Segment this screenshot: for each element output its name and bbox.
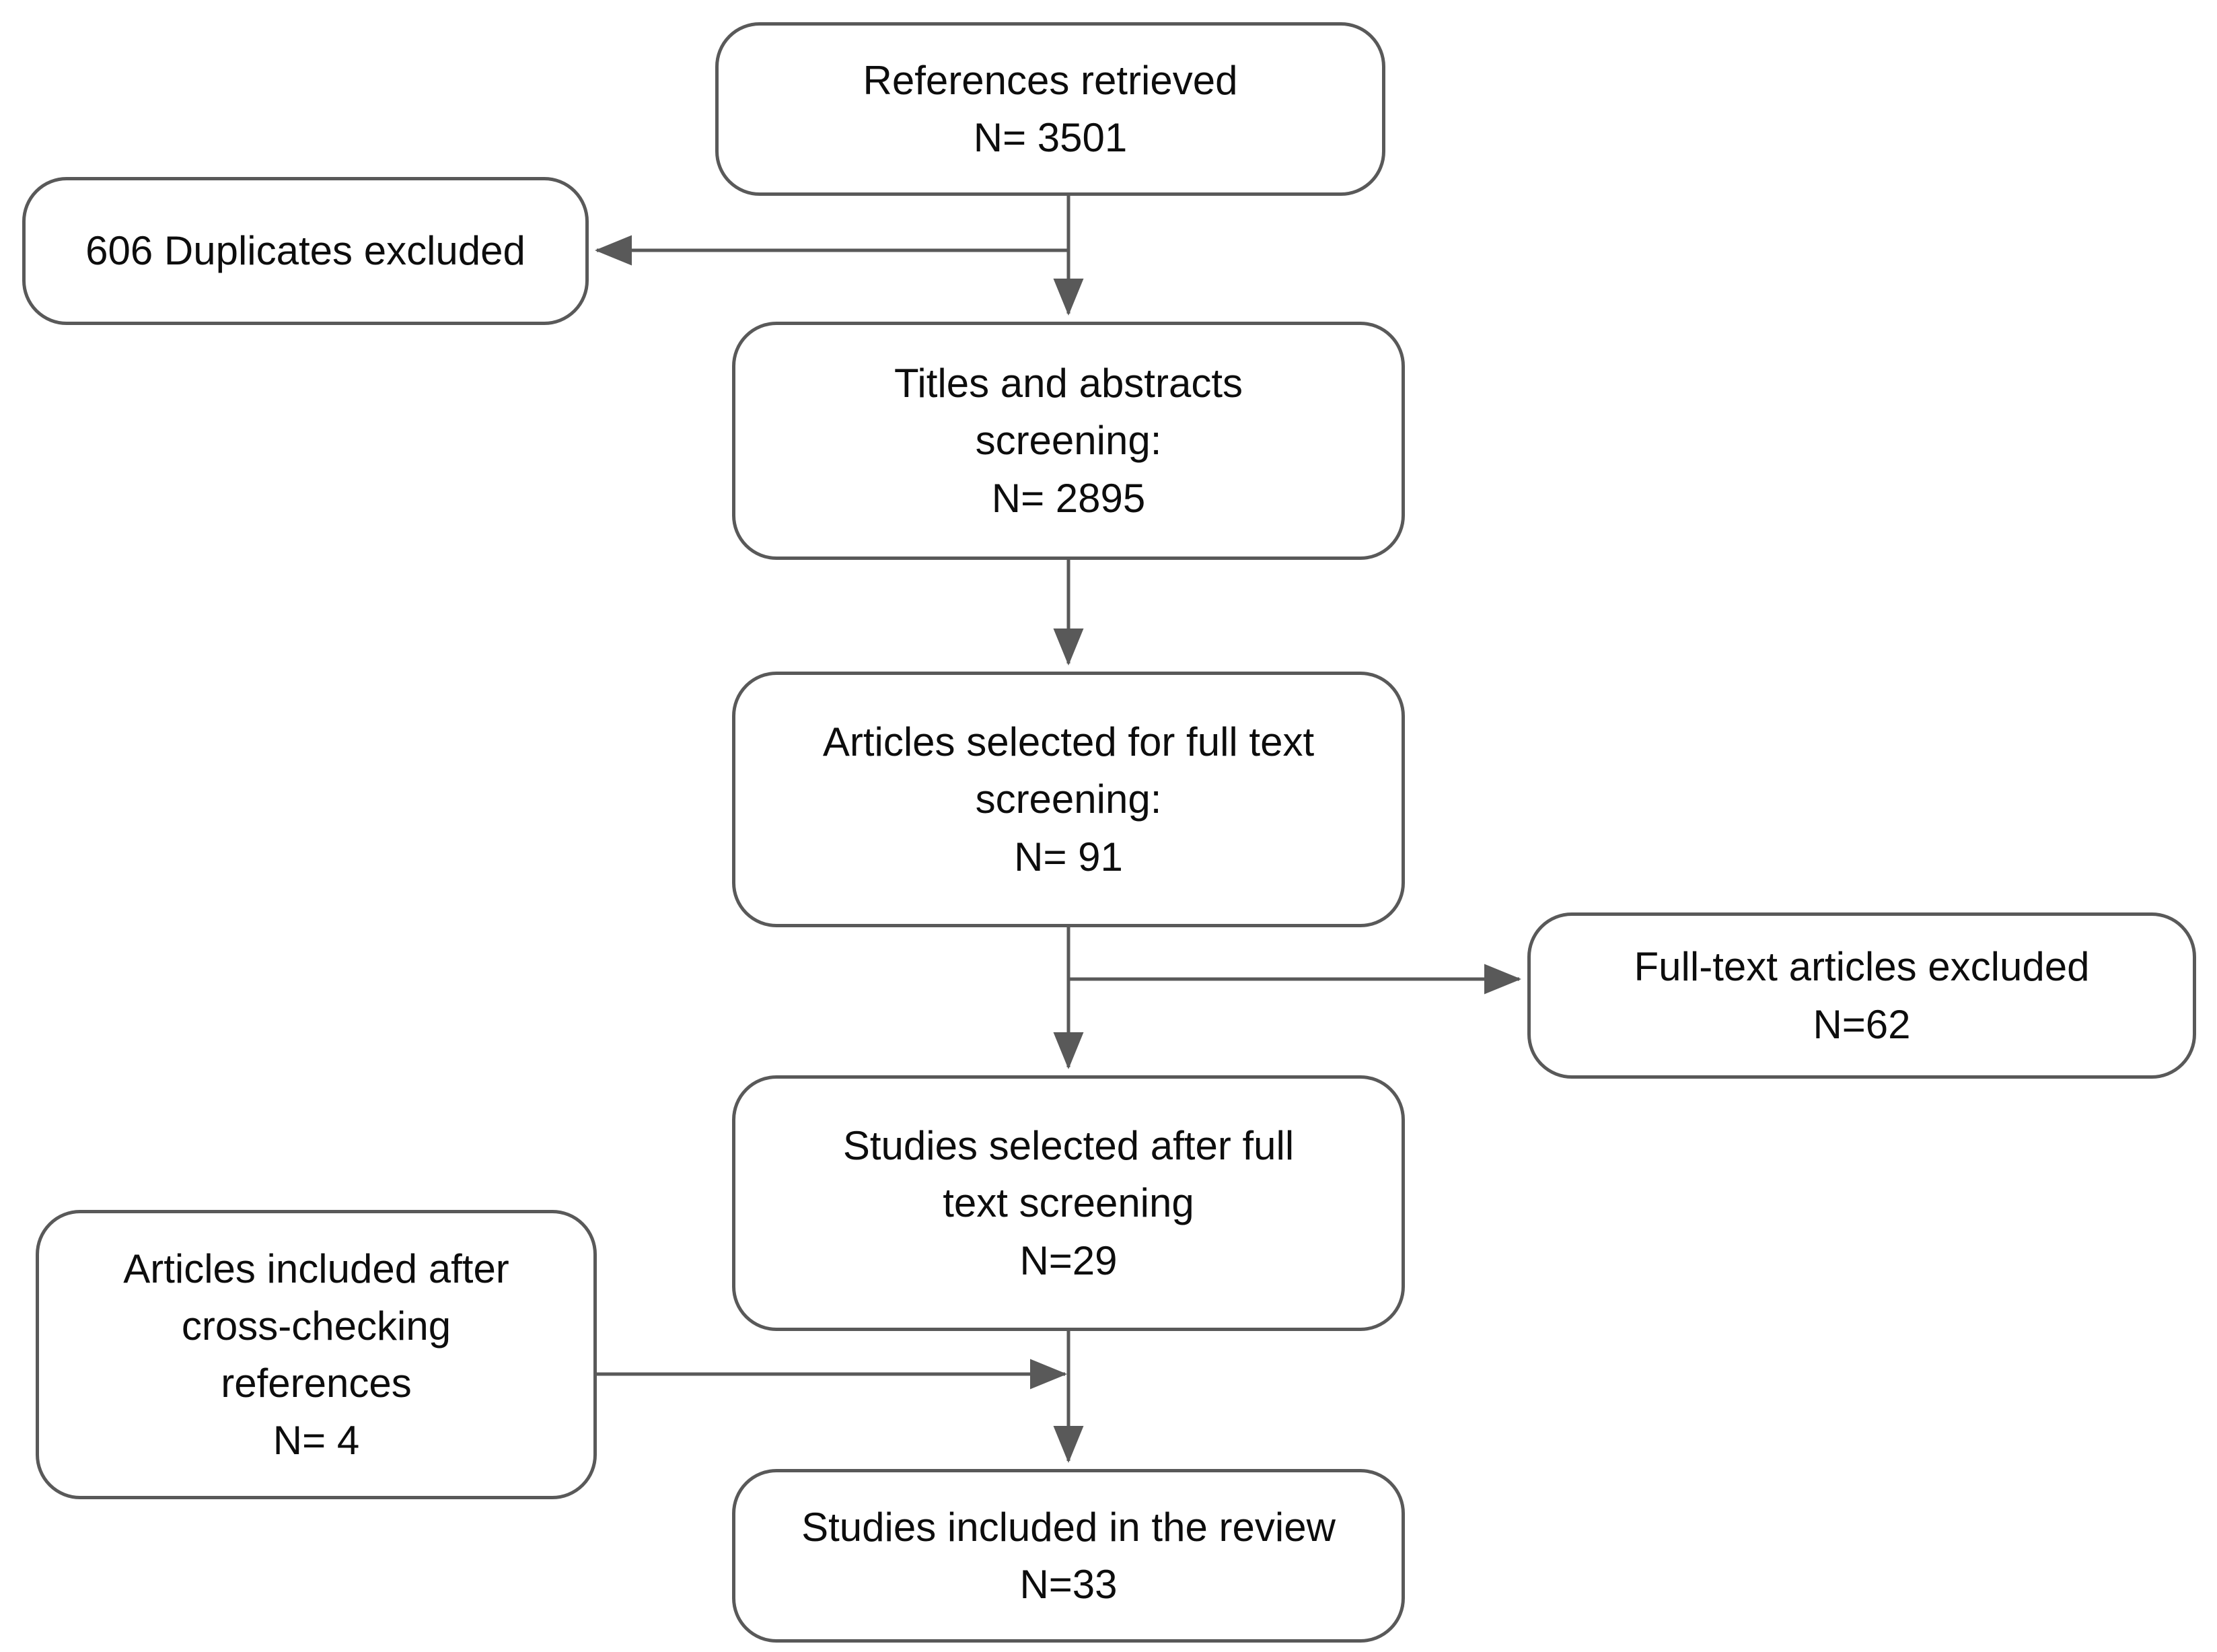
articles-included-cross-checking-box: Articles included after cross-checking r…: [36, 1210, 597, 1499]
full-text-excluded-label: Full-text articles excluded: [1634, 944, 2090, 990]
cross-checking-label-line3: references: [221, 1361, 412, 1406]
cross-checking-label-line1: Articles included after: [123, 1246, 509, 1291]
articles-selected-count: N= 91: [1014, 834, 1123, 879]
articles-selected-label-line1: Articles selected for full text: [822, 719, 1315, 765]
articles-selected-label-line2: screening:: [975, 777, 1162, 822]
titles-abstracts-label-line1: Titles and abstracts: [894, 361, 1243, 406]
studies-selected-label-line1: Studies selected after full: [842, 1123, 1295, 1169]
duplicates-excluded-box: 606 Duplicates excluded: [22, 177, 589, 325]
references-retrieved-count: N= 3501: [973, 115, 1128, 160]
studies-selected-label-line2: text screening: [943, 1180, 1194, 1226]
full-text-excluded-count: N=62: [1813, 1001, 1911, 1047]
studies-selected-count: N=29: [1019, 1237, 1118, 1283]
cross-checking-count: N= 4: [272, 1418, 360, 1464]
references-retrieved-label: References retrieved: [863, 57, 1238, 103]
articles-selected-full-text-box: Articles selected for full text screenin…: [732, 672, 1405, 927]
full-text-articles-excluded-box: Full-text articles excluded N=62: [1527, 912, 2196, 1079]
titles-abstracts-screening-box: Titles and abstracts screening: N= 2895: [732, 322, 1405, 560]
studies-included-label: Studies included in the review: [801, 1504, 1336, 1550]
studies-selected-after-full-text-box: Studies selected after full text screeni…: [732, 1075, 1405, 1331]
duplicates-excluded-label: 606 Duplicates excluded: [85, 228, 525, 274]
studies-included-in-review-box: Studies included in the review N=33: [732, 1469, 1405, 1643]
titles-abstracts-count: N= 2895: [991, 475, 1146, 521]
references-retrieved-box: References retrieved N= 3501: [715, 22, 1385, 196]
cross-checking-label-line2: cross-checking: [181, 1303, 451, 1349]
titles-abstracts-label-line2: screening:: [975, 418, 1162, 464]
studies-included-count: N=33: [1019, 1562, 1118, 1607]
